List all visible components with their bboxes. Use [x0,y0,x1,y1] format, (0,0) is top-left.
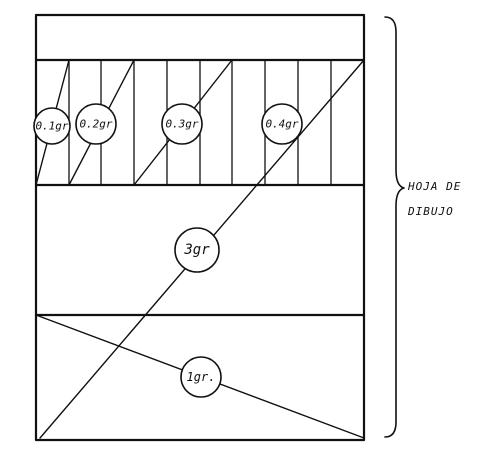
weight-label: 3gr [183,242,210,258]
weight-label: 1gr. [187,370,216,384]
weight-marker-04: 0.4gr [261,103,303,145]
weight-marker-03: 0.3gr [161,103,203,145]
weight-label: 0.4gr [265,118,298,131]
weight-label: 0.2gr [79,118,112,131]
weight-label: 0.1gr [35,120,68,133]
weight-marker-02: 0.2gr [75,103,117,145]
weight-marker-01: 0.1gr [33,107,71,145]
sheet-label-line2: DIBUJO [407,205,454,218]
weight-marker-3: 3gr [174,227,220,273]
sheet-brace [384,16,405,438]
sheet-outline [34,13,366,442]
vertical-stripes [68,59,332,186]
weight-label: 0.3gr [165,118,198,131]
weight-marker-1: 1gr. [180,356,222,398]
sheet-label-line1: HOJA DE [407,180,461,193]
